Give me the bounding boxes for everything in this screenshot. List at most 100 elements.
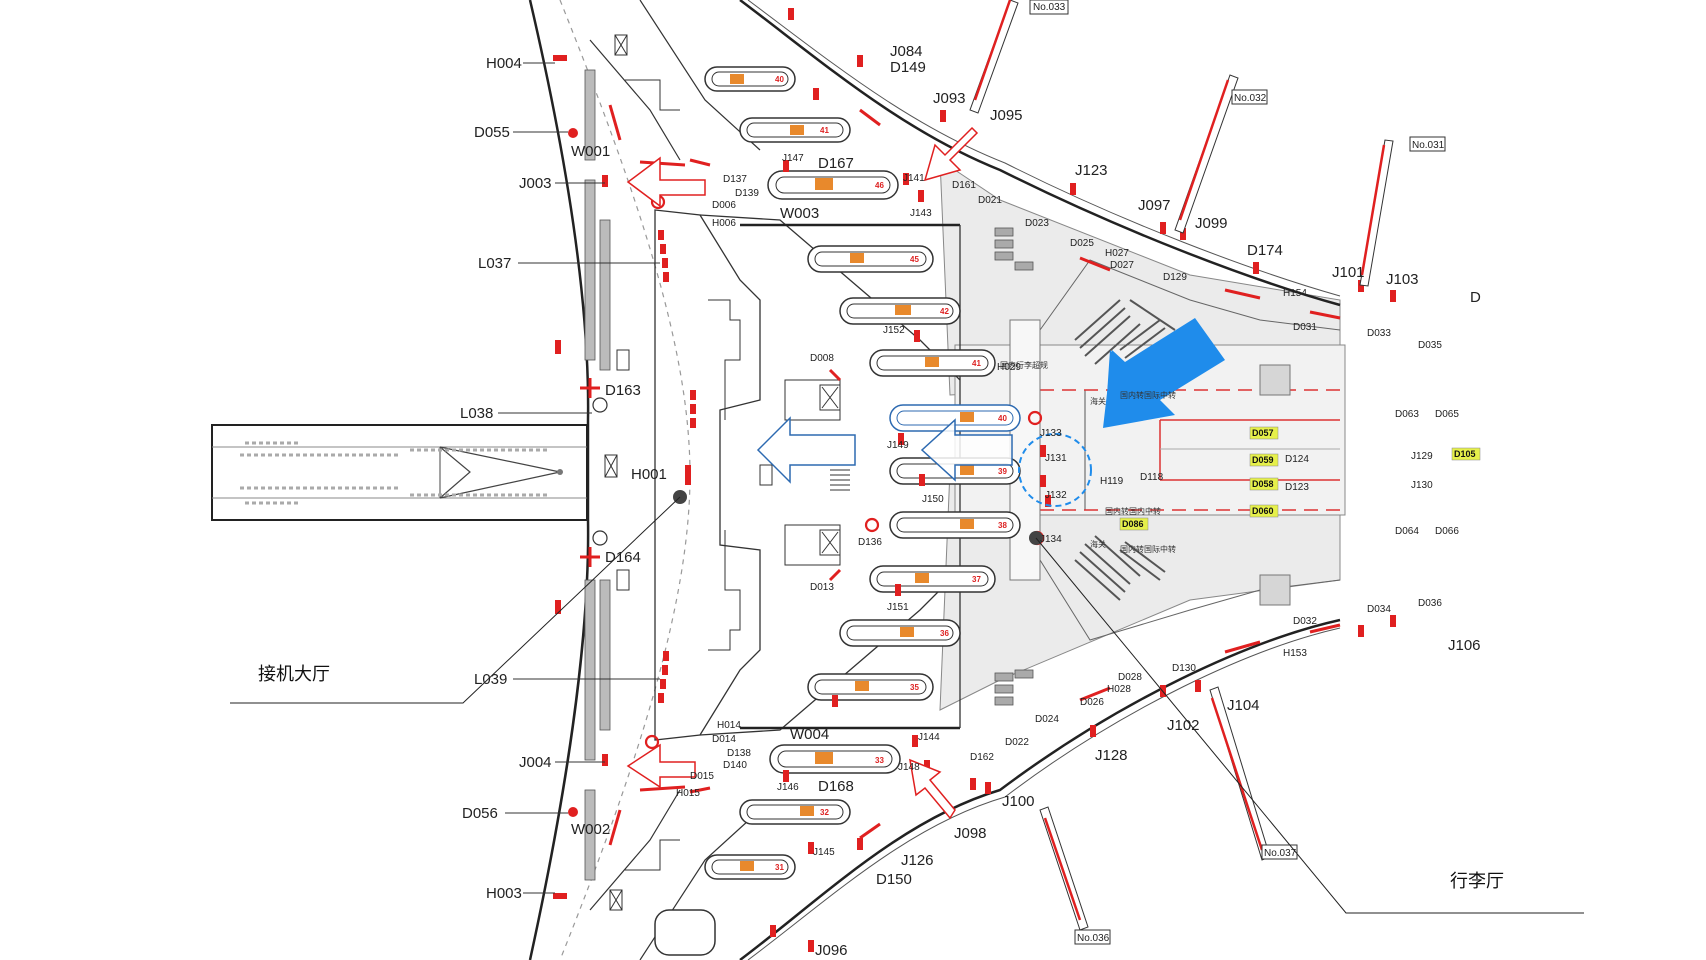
map-label: H153: [1283, 648, 1307, 659]
map-label: J145: [813, 847, 835, 858]
map-label: D174: [1247, 242, 1283, 259]
jet-bridges: [969, 0, 1394, 931]
map-label: H001: [631, 466, 667, 483]
zone-label: 国内转国际中转: [1120, 390, 1176, 400]
map-label: J133: [1040, 428, 1062, 439]
belt-label: 42: [940, 307, 949, 316]
map-label: D021: [978, 195, 1002, 206]
map-label: D140: [723, 760, 747, 771]
map-label: D023: [1025, 218, 1049, 229]
map-label: D167: [818, 155, 854, 172]
belt-label: 36: [940, 629, 949, 638]
map-label: L038: [460, 405, 493, 422]
map-label: D008: [810, 353, 834, 364]
map-label: D015: [690, 771, 714, 782]
map-label: J149: [887, 440, 909, 451]
belt-label: 41: [820, 126, 829, 135]
gate-label: D057: [1252, 428, 1274, 438]
map-label: J100: [1002, 793, 1035, 810]
map-label: D130: [1172, 663, 1196, 674]
map-label: J126: [901, 852, 934, 869]
map-label: D065: [1435, 409, 1459, 420]
map-label: J130: [1411, 480, 1433, 491]
belt-label: 40: [775, 75, 784, 84]
map-label: D056: [462, 805, 498, 822]
belt-label: 40: [998, 414, 1007, 423]
map-label: J132: [1045, 490, 1067, 501]
belt-label: 45: [910, 255, 919, 264]
map-label: H004: [486, 55, 522, 72]
map-label: H029: [997, 362, 1021, 373]
belt-label: 46: [875, 181, 884, 190]
zone-label: 国内转国际中转: [1120, 544, 1176, 554]
map-label: D006: [712, 200, 736, 211]
gate-label: D105: [1454, 449, 1476, 459]
map-label: L037: [478, 255, 511, 272]
bridge-label: No.037: [1264, 848, 1297, 859]
elevator-block-bottom: [784, 524, 841, 566]
map-label: D150: [876, 871, 912, 888]
map-label: D139: [735, 188, 759, 199]
elevator-block-top: [784, 379, 841, 421]
map-label: D136: [858, 537, 882, 548]
map-label: H028: [1107, 684, 1131, 695]
map-label: D031: [1293, 322, 1317, 333]
map-label: J093: [933, 90, 966, 107]
map-label: J123: [1075, 162, 1108, 179]
map-label: D064: [1395, 526, 1419, 537]
map-label: J084: [890, 43, 923, 60]
map-label: H014: [717, 720, 741, 731]
map-label: J144: [918, 732, 940, 743]
map-label: J097: [1138, 197, 1171, 214]
map-label: D034: [1367, 604, 1391, 615]
map-label: J131: [1045, 453, 1067, 464]
map-label: D066: [1435, 526, 1459, 537]
map-label: D118: [1140, 472, 1164, 483]
map-label: D025: [1070, 238, 1094, 249]
map-label: D: [1470, 289, 1481, 306]
arrivals-hall-label: 接机大厅: [258, 664, 330, 684]
gate-label: D060: [1252, 506, 1274, 516]
map-label: D161: [952, 180, 976, 191]
map-label: D028: [1118, 672, 1142, 683]
map-label: D124: [1285, 454, 1309, 465]
belt-label: 39: [998, 467, 1007, 476]
map-label: J096: [815, 942, 848, 959]
gate-label: D058: [1252, 479, 1274, 489]
map-label: J134: [1040, 534, 1062, 545]
map-label: D055: [474, 124, 510, 141]
map-label: J147: [782, 153, 804, 164]
zone-label: 海关: [1090, 396, 1106, 406]
map-label: D164: [605, 549, 641, 566]
map-label: H027: [1105, 248, 1129, 259]
map-label: D033: [1367, 328, 1391, 339]
pier-west: [211, 424, 588, 521]
zone-label: 海关: [1090, 539, 1106, 549]
belt-label: 37: [972, 575, 981, 584]
belt-label: 38: [998, 521, 1007, 530]
zone-label: 国内转国内中转: [1105, 506, 1161, 516]
map-label: H015: [676, 788, 700, 799]
map-label: J128: [1095, 747, 1128, 764]
map-label: J102: [1167, 717, 1200, 734]
red-markers: [553, 8, 1396, 952]
map-label: W004: [790, 726, 829, 743]
map-label: D024: [1035, 714, 1059, 725]
map-label: H119: [1100, 476, 1124, 487]
map-label: D036: [1418, 598, 1442, 609]
map-label: J103: [1386, 271, 1419, 288]
belt-label: 41: [972, 359, 981, 368]
map-label: D013: [810, 582, 834, 593]
belt-label: 35: [910, 683, 919, 692]
map-label: J095: [990, 107, 1023, 124]
map-label: H006: [712, 218, 736, 229]
map-label: J129: [1411, 451, 1433, 462]
gate-label: D086: [1122, 519, 1144, 529]
map-label: H154: [1283, 288, 1307, 299]
map-label: J104: [1227, 697, 1260, 714]
belt-label: 32: [820, 808, 829, 817]
map-label: D162: [970, 752, 994, 763]
belt-label: 31: [775, 863, 784, 872]
outer-wall-top: [739, 0, 1341, 307]
map-label: J146: [777, 782, 799, 793]
